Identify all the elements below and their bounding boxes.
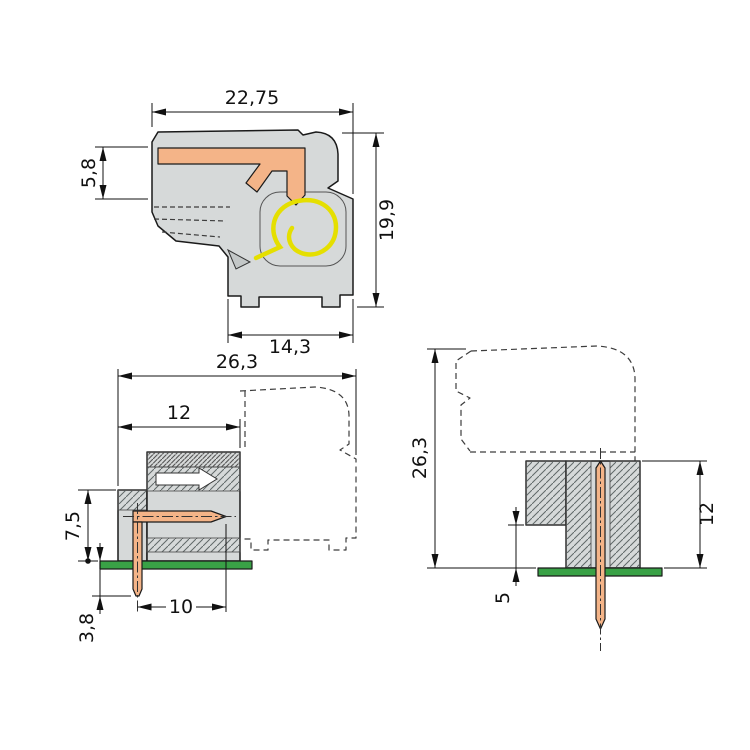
base-hatch-right [609,460,641,569]
insertion-arrow [155,467,218,491]
dimension-busbar-height: 5,8 [78,146,148,200]
side-view: 26,3 12 7,5 3,8 10 [62,351,357,643]
dim-label: 26,3 [216,351,258,373]
dim-label: 10 [169,596,193,618]
dimension-base-width: 14,3 [227,299,354,358]
lower-section-hatch [146,537,241,553]
conductor-entry-hidden-lines [153,206,230,238]
solder-pin-vertical [595,460,606,630]
dimension-overall-width: 22,75 [151,87,354,194]
dim-label: 26,3 [409,437,431,479]
copper-busbar [157,147,306,206]
dim-label: 5 [492,592,514,604]
section-view: 22,75 5,8 19,9 14,3 [78,87,398,358]
dim-label: 12 [696,502,718,526]
mating-connector-hidden-outline [239,386,357,551]
dim-label: 3,8 [76,613,98,643]
extension-lines [427,348,536,569]
solder-pin-horizontal [132,510,227,523]
dimension-housing-depth: 12 [118,402,241,448]
solder-pin-leg [132,521,143,597]
dimension-pin-reach: 10 [137,524,227,618]
dim-label: 14,3 [269,336,311,358]
dimension-housing-height: 12 [642,460,718,569]
pcb-board [99,560,253,570]
flange-hatch [117,489,148,511]
dim-label: 7,5 [62,511,84,541]
dim-label: 22,75 [225,87,279,109]
housing-hidden-outline-left [455,350,472,452]
dimension-overall-height: 19,9 [342,132,398,308]
dimension-standoff-height: 5 [492,507,524,604]
dimension-height-above-board: 7,5 [62,489,116,562]
dim-label: 5,8 [78,158,100,188]
dimension-overall-depth: 26,3 [117,351,357,486]
dimension-overall-height: 26,3 [409,348,536,569]
front-view: 26,3 12 5 [409,345,718,651]
anvil-detail [226,248,252,270]
dimension-pin-below-board: 3,8 [76,543,131,643]
clamping-spring [253,197,339,261]
base-hatch-left [565,460,592,569]
standoff-hatch [525,460,567,526]
housing-hidden-outline-top [470,345,636,461]
dim-label: 12 [167,402,191,424]
strain-relief-fins [146,451,241,468]
dim-label: 19,9 [376,199,398,241]
